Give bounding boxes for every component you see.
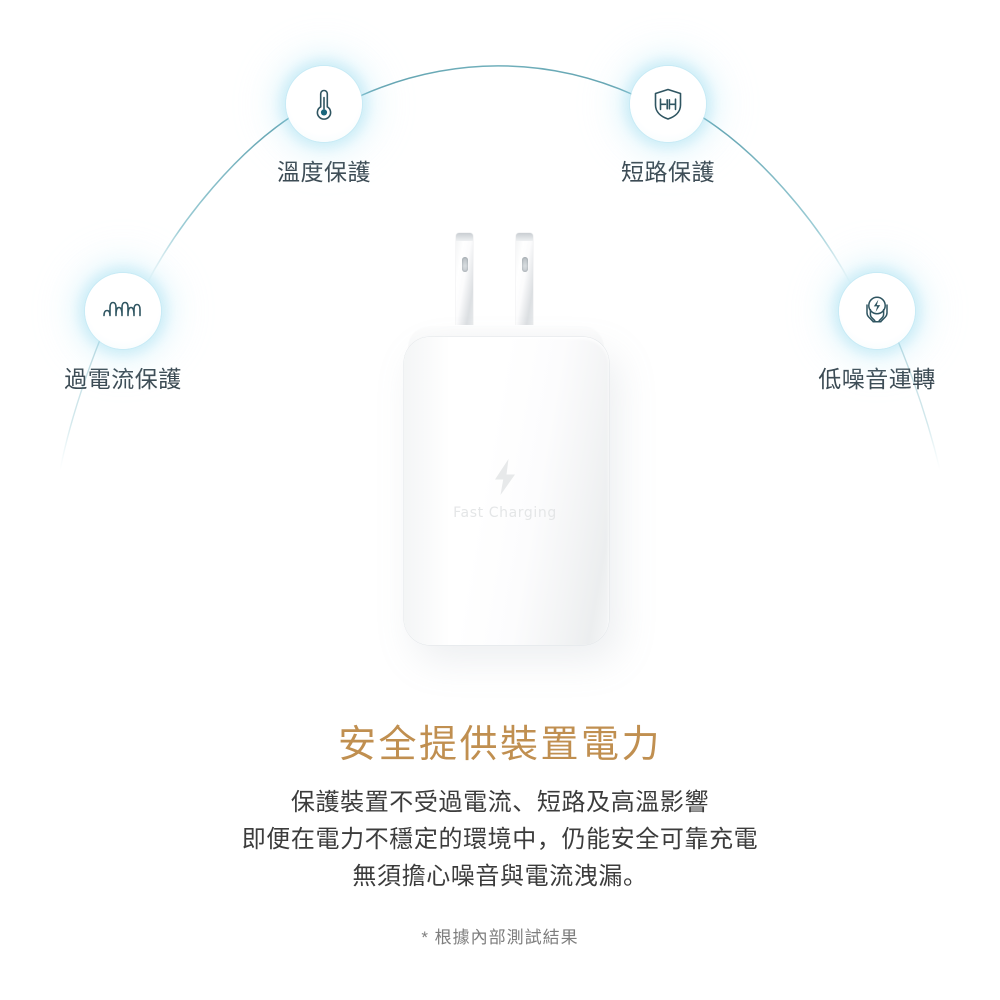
feature-low-noise-operation[interactable]: 低噪音運轉 (767, 273, 987, 392)
lightning-bolt-icon (495, 459, 515, 495)
prong-hole (461, 257, 468, 272)
charger-prong-right (516, 233, 533, 341)
feature-icon-bubble (85, 273, 161, 349)
feature-label: 過電流保護 (64, 366, 182, 392)
current-waveform-icon (103, 301, 141, 317)
body-line: 即便在電力不穩定的環境中，仍能安全可靠充電 (241, 825, 759, 853)
feature-over-current-protection[interactable]: 過電流保護 (13, 273, 233, 392)
body-line: 無須擔心噪音與電流洩漏。 (352, 862, 648, 890)
charger-prong-left (456, 233, 473, 341)
hands-holding-power-icon (866, 296, 888, 323)
feature-icon-bubble (839, 273, 915, 349)
footnote: * 根據內部測試結果 (421, 928, 579, 948)
charger-body (404, 337, 609, 645)
body-copy: 保護裝置不受過電流、短路及高溫影響 即便在電力不穩定的環境中，仍能安全可靠充電 … (0, 784, 1000, 896)
feature-short-circuit-protection[interactable]: 短路保護 (558, 66, 778, 185)
headline: 安全提供裝置電力 (337, 724, 662, 766)
shield-circuit-icon (654, 88, 682, 120)
feature-icon-bubble (630, 66, 706, 142)
charger-emboss-text: Fast Charging (453, 505, 557, 521)
wall-charger-product-image: Fast Charging (390, 225, 620, 655)
prong-hole (521, 257, 528, 272)
thermometer-icon (316, 89, 332, 120)
feature-label: 溫度保護 (277, 159, 371, 185)
feature-label: 低噪音運轉 (818, 366, 936, 392)
copy-block: 安全提供裝置電力 保護裝置不受過電流、短路及高溫影響 即便在電力不穩定的環境中，… (0, 722, 1000, 948)
body-line: 保護裝置不受過電流、短路及高溫影響 (290, 788, 710, 816)
feature-icon-bubble (286, 66, 362, 142)
charger-emboss: Fast Charging (390, 457, 620, 521)
feature-temperature-protection[interactable]: 溫度保護 (214, 66, 434, 185)
feature-label: 短路保護 (621, 159, 715, 185)
